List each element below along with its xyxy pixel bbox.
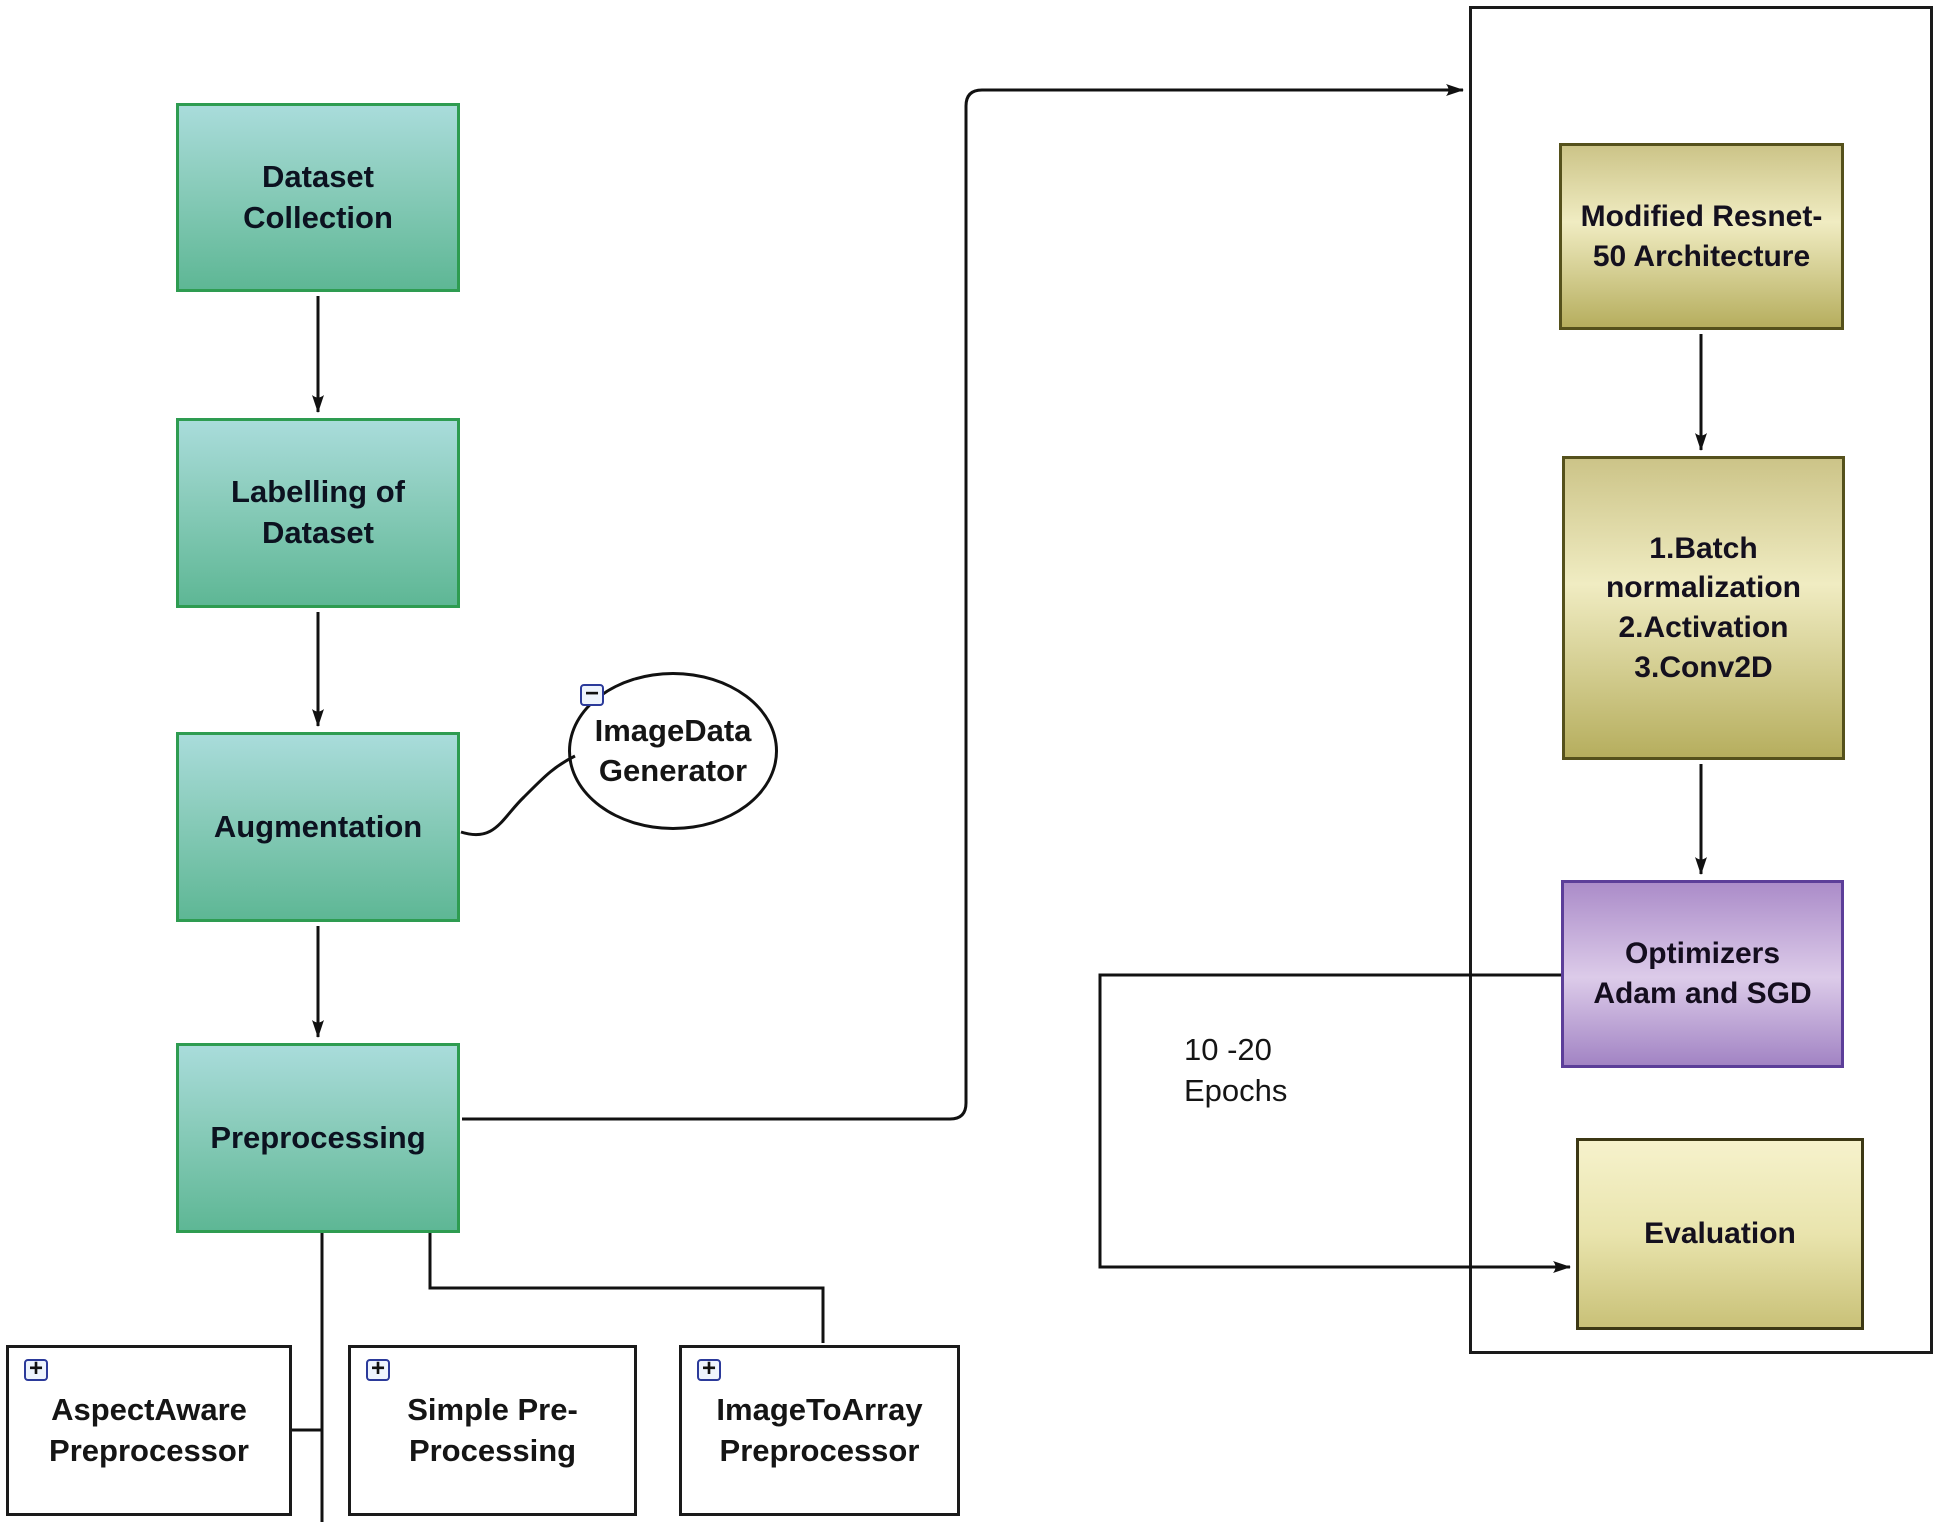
- line-to-imagetoarray: [428, 1233, 825, 1343]
- expand-plus-icon[interactable]: +: [366, 1357, 390, 1381]
- expand-plus-icon[interactable]: +: [697, 1357, 721, 1381]
- collapse-minus-icon[interactable]: −: [580, 682, 604, 706]
- node-labelling-of-dataset: Labelling of Dataset: [176, 418, 460, 608]
- node-aspectaware-preprocessor: AspectAware Preprocessor: [6, 1345, 292, 1516]
- expand-plus-icon[interactable]: +: [24, 1357, 48, 1381]
- node-preprocessing: Preprocessing: [176, 1043, 460, 1233]
- node-batch-activation-conv2d: 1.Batch normalization 2.Activation 3.Con…: [1562, 456, 1845, 760]
- node-imagetoarray-preprocessor: ImageToArray Preprocessor: [679, 1345, 960, 1516]
- node-modified-resnet50: Modified Resnet- 50 Architecture: [1559, 143, 1844, 330]
- node-evaluation: Evaluation: [1576, 1138, 1864, 1330]
- node-simple-preprocessing: Simple Pre- Processing: [348, 1345, 637, 1516]
- node-dataset-collection: Dataset Collection: [176, 103, 460, 292]
- node-augmentation: Augmentation: [176, 732, 460, 922]
- training-container: [1469, 6, 1933, 1354]
- node-optimizers-adam-sgd: Optimizers Adam and SGD: [1561, 880, 1844, 1068]
- epochs-loop-label: 10 -20 Epochs: [1184, 1032, 1288, 1108]
- arrow-preprocessing-to-training: [462, 84, 1464, 1121]
- callout-curve: [460, 754, 576, 837]
